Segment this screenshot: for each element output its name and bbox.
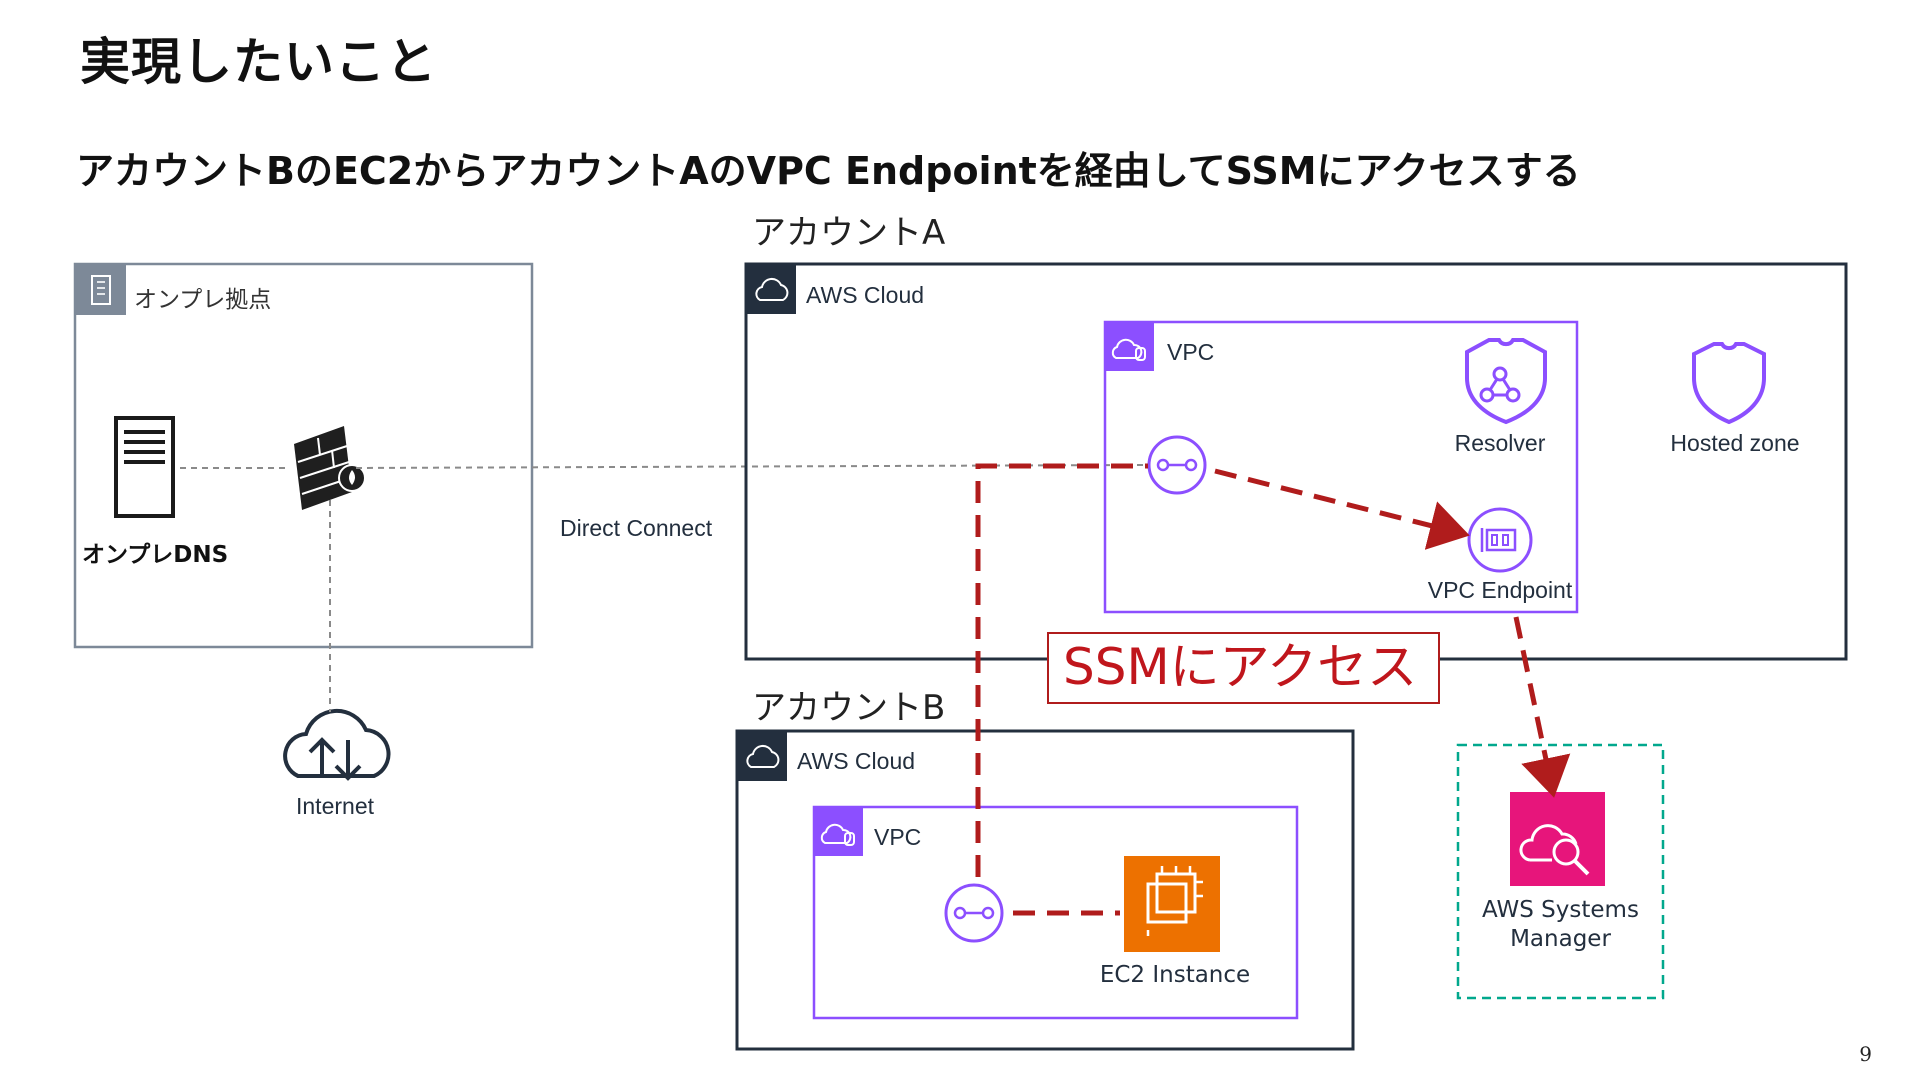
account-b-vpc-label: VPC xyxy=(874,824,922,850)
ssm-access-path xyxy=(975,463,1571,916)
ssm-group-box xyxy=(1456,743,1665,1000)
vpc-endpoint-icon xyxy=(1467,507,1533,573)
slide-title: 実現したいこと xyxy=(80,33,437,91)
hosted-zone-label: Hosted zone xyxy=(1670,430,1800,456)
systems-manager-label: AWS Systems Manager xyxy=(1462,896,1659,954)
ssm-access-callout: SSMにアクセス xyxy=(1047,632,1440,704)
ec2-instance-icon xyxy=(1124,856,1220,952)
account-a-title: アカウントA xyxy=(752,213,946,253)
systems-manager-label-line2: Manager xyxy=(1510,926,1611,952)
building-icon xyxy=(75,264,126,315)
account-b-vpc-box xyxy=(812,805,1299,1020)
network-lines xyxy=(180,464,1149,712)
page-number: 9 xyxy=(1859,1042,1872,1066)
direct-connect-label: Direct Connect xyxy=(560,515,713,541)
slide-subtitle: アカウントBのEC2からアカウントAのVPC Endpointを経由してSSMに… xyxy=(76,149,1581,193)
onprem-group-label: オンプレ拠点 xyxy=(134,287,272,313)
internet-cloud-icon xyxy=(283,708,391,781)
ec2-instance-label: EC2 Instance xyxy=(1099,962,1251,988)
resolver-icon xyxy=(1465,338,1547,425)
account-a-vpc-box xyxy=(1103,320,1579,614)
server-icon xyxy=(114,416,175,518)
onprem-dns-label: オンプレDNS xyxy=(82,542,229,568)
resolver-label: Resolver xyxy=(1454,430,1546,456)
internet-label: Internet xyxy=(296,793,374,819)
account-a-cloud-label: AWS Cloud xyxy=(806,282,925,308)
account-b-title: アカウントB xyxy=(752,688,946,728)
aws-cloud-icon-b xyxy=(737,731,787,781)
vpc-endpoint-node-a xyxy=(1147,435,1207,495)
vpc-icon-b xyxy=(814,807,863,856)
systems-manager-icon xyxy=(1510,792,1605,886)
account-b-cloud-box xyxy=(735,729,1355,1051)
vpc-endpoint-node-b xyxy=(944,883,1004,943)
vpc-endpoint-label: VPC Endpoint xyxy=(1427,577,1573,603)
hosted-zone-icon xyxy=(1692,342,1766,425)
firewall-icon xyxy=(294,426,366,510)
onprem-group-box xyxy=(73,262,534,649)
account-a-vpc-label: VPC xyxy=(1167,339,1215,365)
vpc-icon-a xyxy=(1105,322,1154,371)
systems-manager-label-line1: AWS Systems xyxy=(1482,897,1639,923)
account-b-cloud-label: AWS Cloud xyxy=(797,748,916,774)
aws-cloud-icon-a xyxy=(746,264,796,314)
